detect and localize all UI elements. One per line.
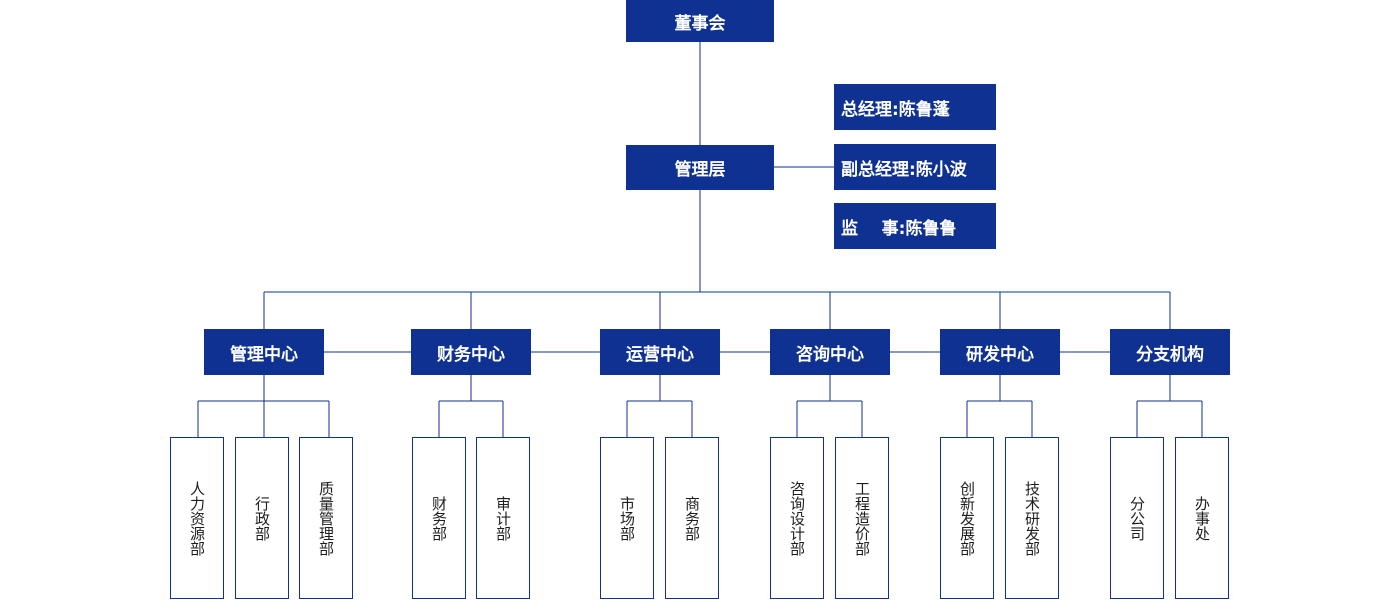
center-operations: 运营中心	[600, 329, 720, 375]
center-consulting: 咨询中心	[770, 329, 890, 375]
dept-quality: 质量管理部	[299, 437, 353, 599]
center-management: 管理中心	[204, 329, 324, 375]
dept-admin: 行政部	[235, 437, 289, 599]
dept-audit: 审计部	[476, 437, 530, 599]
board-box: 董事会	[626, 0, 774, 42]
dept-consulting-design: 咨询设计部	[770, 437, 824, 599]
exec-supervisor: 监 事:陈鲁鲁	[834, 203, 996, 249]
dept-cost-engineering: 工程造价部	[835, 437, 889, 599]
exec-deputy-general-manager: 副总经理:陈小波	[834, 144, 996, 190]
exec-general-manager: 总经理:陈鲁蓬	[834, 84, 996, 130]
dept-branch-company: 分公司	[1110, 437, 1164, 599]
dept-finance: 财务部	[412, 437, 466, 599]
dept-tech-rnd: 技术研发部	[1005, 437, 1059, 599]
center-branches: 分支机构	[1110, 329, 1230, 375]
dept-business: 商务部	[665, 437, 719, 599]
dept-hr: 人力资源部	[170, 437, 224, 599]
dept-innovation: 创新发展部	[940, 437, 994, 599]
center-finance: 财务中心	[411, 329, 531, 375]
management-box: 管理层	[626, 145, 774, 190]
center-rnd: 研发中心	[940, 329, 1060, 375]
dept-office: 办事处	[1175, 437, 1229, 599]
dept-marketing: 市场部	[600, 437, 654, 599]
